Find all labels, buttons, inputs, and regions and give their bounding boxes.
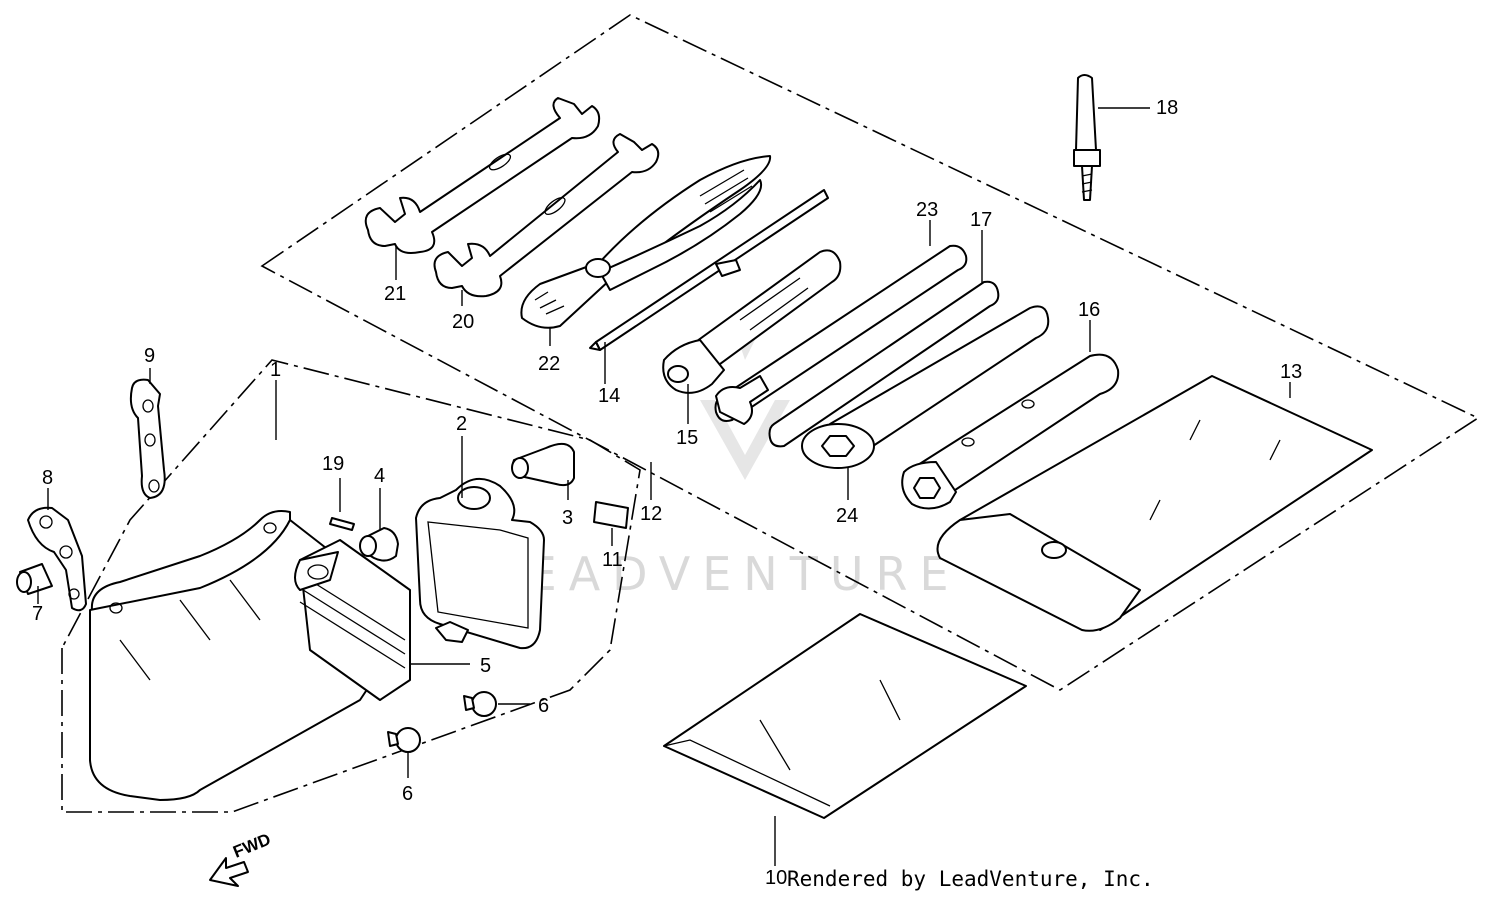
leader-lines xyxy=(37,107,1291,866)
grommet-4[interactable] xyxy=(359,527,399,562)
tool-bag-13[interactable] xyxy=(936,375,1373,632)
collar-7[interactable] xyxy=(16,563,53,595)
callout-3: 3 xyxy=(562,507,573,529)
toolbox-outline xyxy=(61,359,641,813)
callout-7: 7 xyxy=(32,603,43,625)
callout-10: 10 xyxy=(765,867,787,889)
callout-8: 8 xyxy=(42,467,53,489)
ring-spanner-24[interactable] xyxy=(801,305,1050,469)
callout-17: 17 xyxy=(970,209,992,231)
bracket-9[interactable] xyxy=(129,378,166,499)
callout-23: 23 xyxy=(916,199,938,221)
box-spanner-16[interactable] xyxy=(901,353,1120,510)
render-credit: Rendered by LeadVenture, Inc. xyxy=(787,867,1154,891)
callout-21: 21 xyxy=(384,283,406,305)
cover-2[interactable] xyxy=(415,478,545,650)
socket-wrench-15[interactable] xyxy=(662,249,842,394)
spark-pin-18[interactable] xyxy=(1073,74,1101,201)
callout-15: 15 xyxy=(676,427,698,449)
callout-13: 13 xyxy=(1280,361,1302,383)
callout-5: 5 xyxy=(480,655,491,677)
callout-12: 12 xyxy=(640,503,662,525)
callout-6a: 6 xyxy=(538,695,549,717)
screwdriver-14[interactable] xyxy=(589,189,829,351)
fwd-arrow-icon: FWD xyxy=(209,830,273,887)
pin-19[interactable] xyxy=(329,517,355,531)
watermark-text: LEADVENTURE xyxy=(490,547,961,601)
bracket-8[interactable] xyxy=(27,506,87,612)
callout-18: 18 xyxy=(1156,97,1178,119)
screw-6a[interactable] xyxy=(463,691,497,717)
pliers-22[interactable] xyxy=(520,155,772,329)
callout-2: 2 xyxy=(456,413,467,435)
fwd-label: FWD xyxy=(230,830,273,862)
callout-20: 20 xyxy=(452,311,474,333)
callout-22: 22 xyxy=(538,353,560,375)
callout-4: 4 xyxy=(374,465,385,487)
screw-6b[interactable] xyxy=(387,727,421,753)
callout-14: 14 xyxy=(598,385,620,407)
callout-16: 16 xyxy=(1078,299,1100,321)
toolkit-outline xyxy=(260,14,1480,691)
extension-bar-17[interactable] xyxy=(768,280,1000,448)
callouts: 1 2 3 4 5 6 6 7 8 9 10 11 12 13 14 15 16… xyxy=(32,97,1302,889)
cap-3[interactable] xyxy=(511,442,575,487)
callout-6b: 6 xyxy=(402,783,413,805)
callout-1: 1 xyxy=(270,359,281,381)
handle-bar-23[interactable] xyxy=(714,244,968,425)
callout-11: 11 xyxy=(602,549,623,571)
callout-9: 9 xyxy=(144,345,155,367)
wrench-21[interactable] xyxy=(364,97,601,254)
owners-manual-bag-10[interactable] xyxy=(663,613,1027,819)
callout-24: 24 xyxy=(836,505,858,527)
tool-box-lid-5[interactable] xyxy=(294,539,411,701)
callout-19: 19 xyxy=(322,453,344,475)
wrench-20[interactable] xyxy=(433,133,660,298)
label-11[interactable] xyxy=(593,501,629,529)
